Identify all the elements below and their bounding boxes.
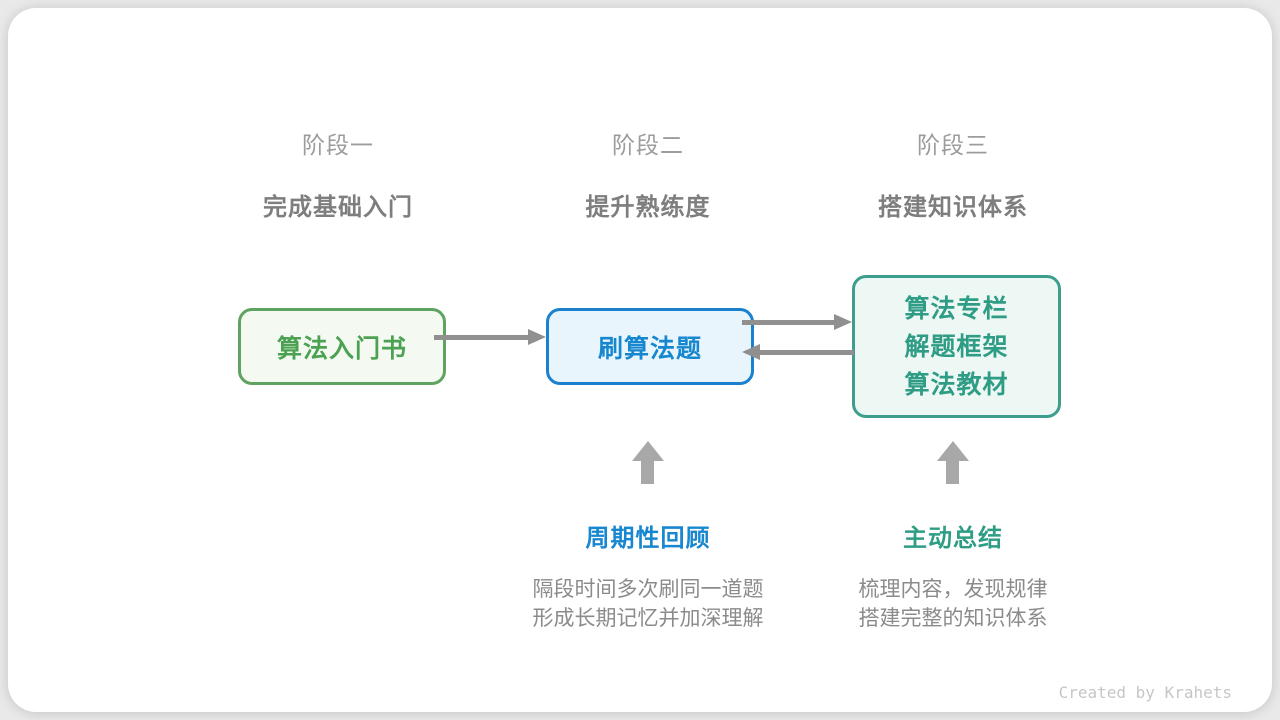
node-practice-label: 刷算法题 [597, 334, 702, 363]
diagram-card: 阶段一 完成基础入门 阶段二 提升熟练度 阶段三 搭建知识体系 算法入门书 刷算… [8, 8, 1272, 712]
annotation-active-summary: 主动总结 梳理内容，发现规律 搭建完整的知识体系 [803, 518, 1103, 633]
annotation-periodic-review-body: 隔段时间多次刷同一道题 形成长期记忆并加深理解 [498, 575, 798, 633]
annotation-active-summary-heading: 主动总结 [903, 525, 1003, 552]
stage-1-header: 阶段一 完成基础入门 [208, 126, 468, 222]
stage-3-header: 阶段三 搭建知识体系 [823, 126, 1083, 222]
annotation-line: 形成长期记忆并加深理解 [532, 607, 764, 630]
annotation-line: 梳理内容，发现规律 [858, 578, 1048, 601]
node-intro-book-label: 算法入门书 [276, 334, 407, 363]
stage-2-header: 阶段二 提升熟练度 [518, 126, 778, 222]
stage-3-title: 搭建知识体系 [878, 194, 1028, 221]
annotation-active-summary-body: 梳理内容，发现规律 搭建完整的知识体系 [859, 575, 1048, 633]
node-resources: 算法专栏 解题框架 算法教材 [852, 275, 1061, 418]
node-resources-line-2: 解题框架 [904, 332, 1009, 361]
stage-1-label: 阶段一 [302, 132, 374, 158]
stage-2-title: 提升熟练度 [585, 194, 711, 221]
credit-text: Created by Krahets [1058, 683, 1232, 702]
annotation-line: 搭建完整的知识体系 [858, 607, 1048, 630]
node-practice: 刷算法题 [546, 308, 754, 385]
annotation-periodic-review-heading: 周期性回顾 [585, 525, 711, 552]
stage-1-title: 完成基础入门 [263, 194, 413, 221]
node-resources-line-1: 算法专栏 [904, 294, 1009, 323]
node-resources-line-3: 算法教材 [904, 370, 1009, 399]
stage-2-label: 阶段二 [612, 132, 684, 158]
annotation-line: 隔段时间多次刷同一道题 [532, 578, 764, 601]
annotation-periodic-review: 周期性回顾 隔段时间多次刷同一道题 形成长期记忆并加深理解 [498, 518, 798, 633]
node-intro-book: 算法入门书 [238, 308, 446, 385]
stage-3-label: 阶段三 [917, 132, 989, 158]
